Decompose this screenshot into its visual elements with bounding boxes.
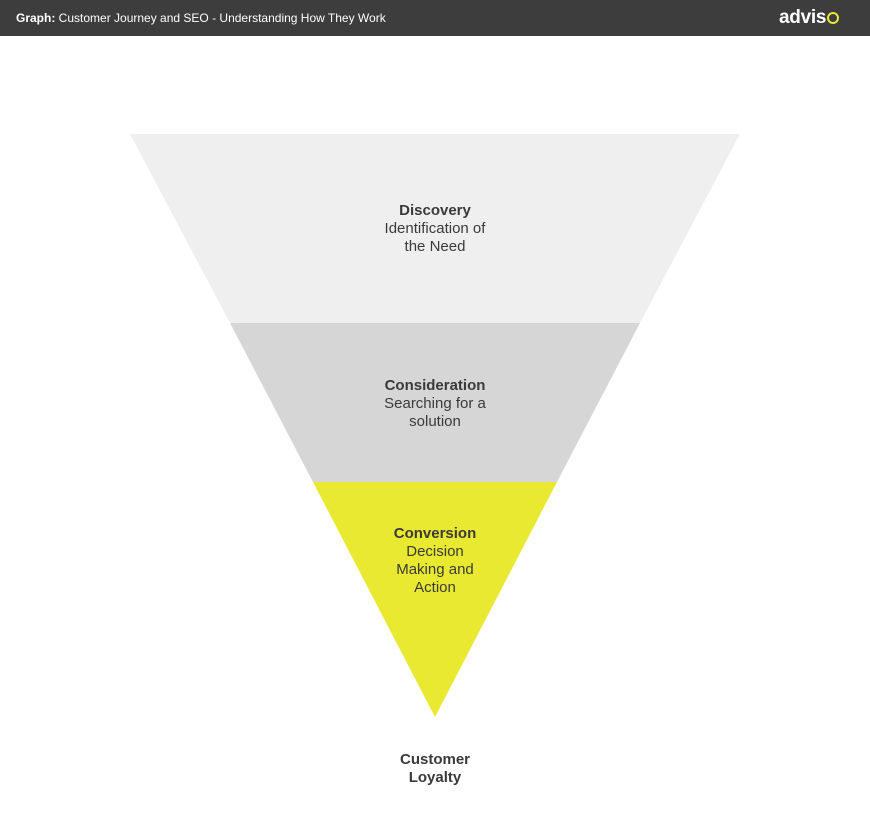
funnel-segment-conversion: [313, 482, 557, 717]
page-title-text: Customer Journey and SEO - Understanding…: [55, 11, 386, 25]
stage-description-line: Searching for a: [384, 395, 486, 412]
adviso-logo: advis: [779, 7, 840, 28]
logo-text: advis: [779, 7, 827, 28]
page-title: Graph: Customer Journey and SEO - Unders…: [16, 11, 386, 25]
stage-description-line: Identification of: [384, 220, 486, 237]
header-bar: Graph: Customer Journey and SEO - Unders…: [0, 0, 870, 36]
outcome-line: Customer: [399, 751, 470, 768]
logo-o-ring-icon: [827, 12, 840, 24]
outcome-line: Loyalty: [408, 769, 462, 786]
outcome-label-customer-loyalty: Customer Loyalty: [0, 751, 870, 787]
stage-description-line: solution: [409, 413, 461, 430]
stage-label-consideration: Consideration Searching for a solution: [0, 377, 870, 431]
stage-name-discovery: Discovery: [399, 202, 471, 219]
funnel-segment-consideration: [230, 323, 640, 482]
stage-description-line: the Need: [404, 238, 466, 255]
funnel-segment-discovery: [130, 134, 740, 323]
stage-description-line: Making and: [396, 561, 474, 578]
page-title-lead: Graph:: [16, 11, 56, 25]
stage-description-line: Decision: [406, 543, 464, 560]
stage-label-discovery: Discovery Identification of the Need: [0, 202, 870, 256]
stage-description-consideration: Searching for a solution: [0, 395, 870, 431]
stage-description-line: Action: [414, 579, 456, 596]
stage-description-conversion: Decision Making and Action: [0, 543, 870, 597]
stage-name-conversion: Conversion: [393, 525, 477, 542]
stage-name-consideration: Consideration: [384, 377, 486, 394]
stage-label-conversion: Conversion Decision Making and Action: [0, 525, 870, 597]
stage-description-discovery: Identification of the Need: [0, 220, 870, 256]
